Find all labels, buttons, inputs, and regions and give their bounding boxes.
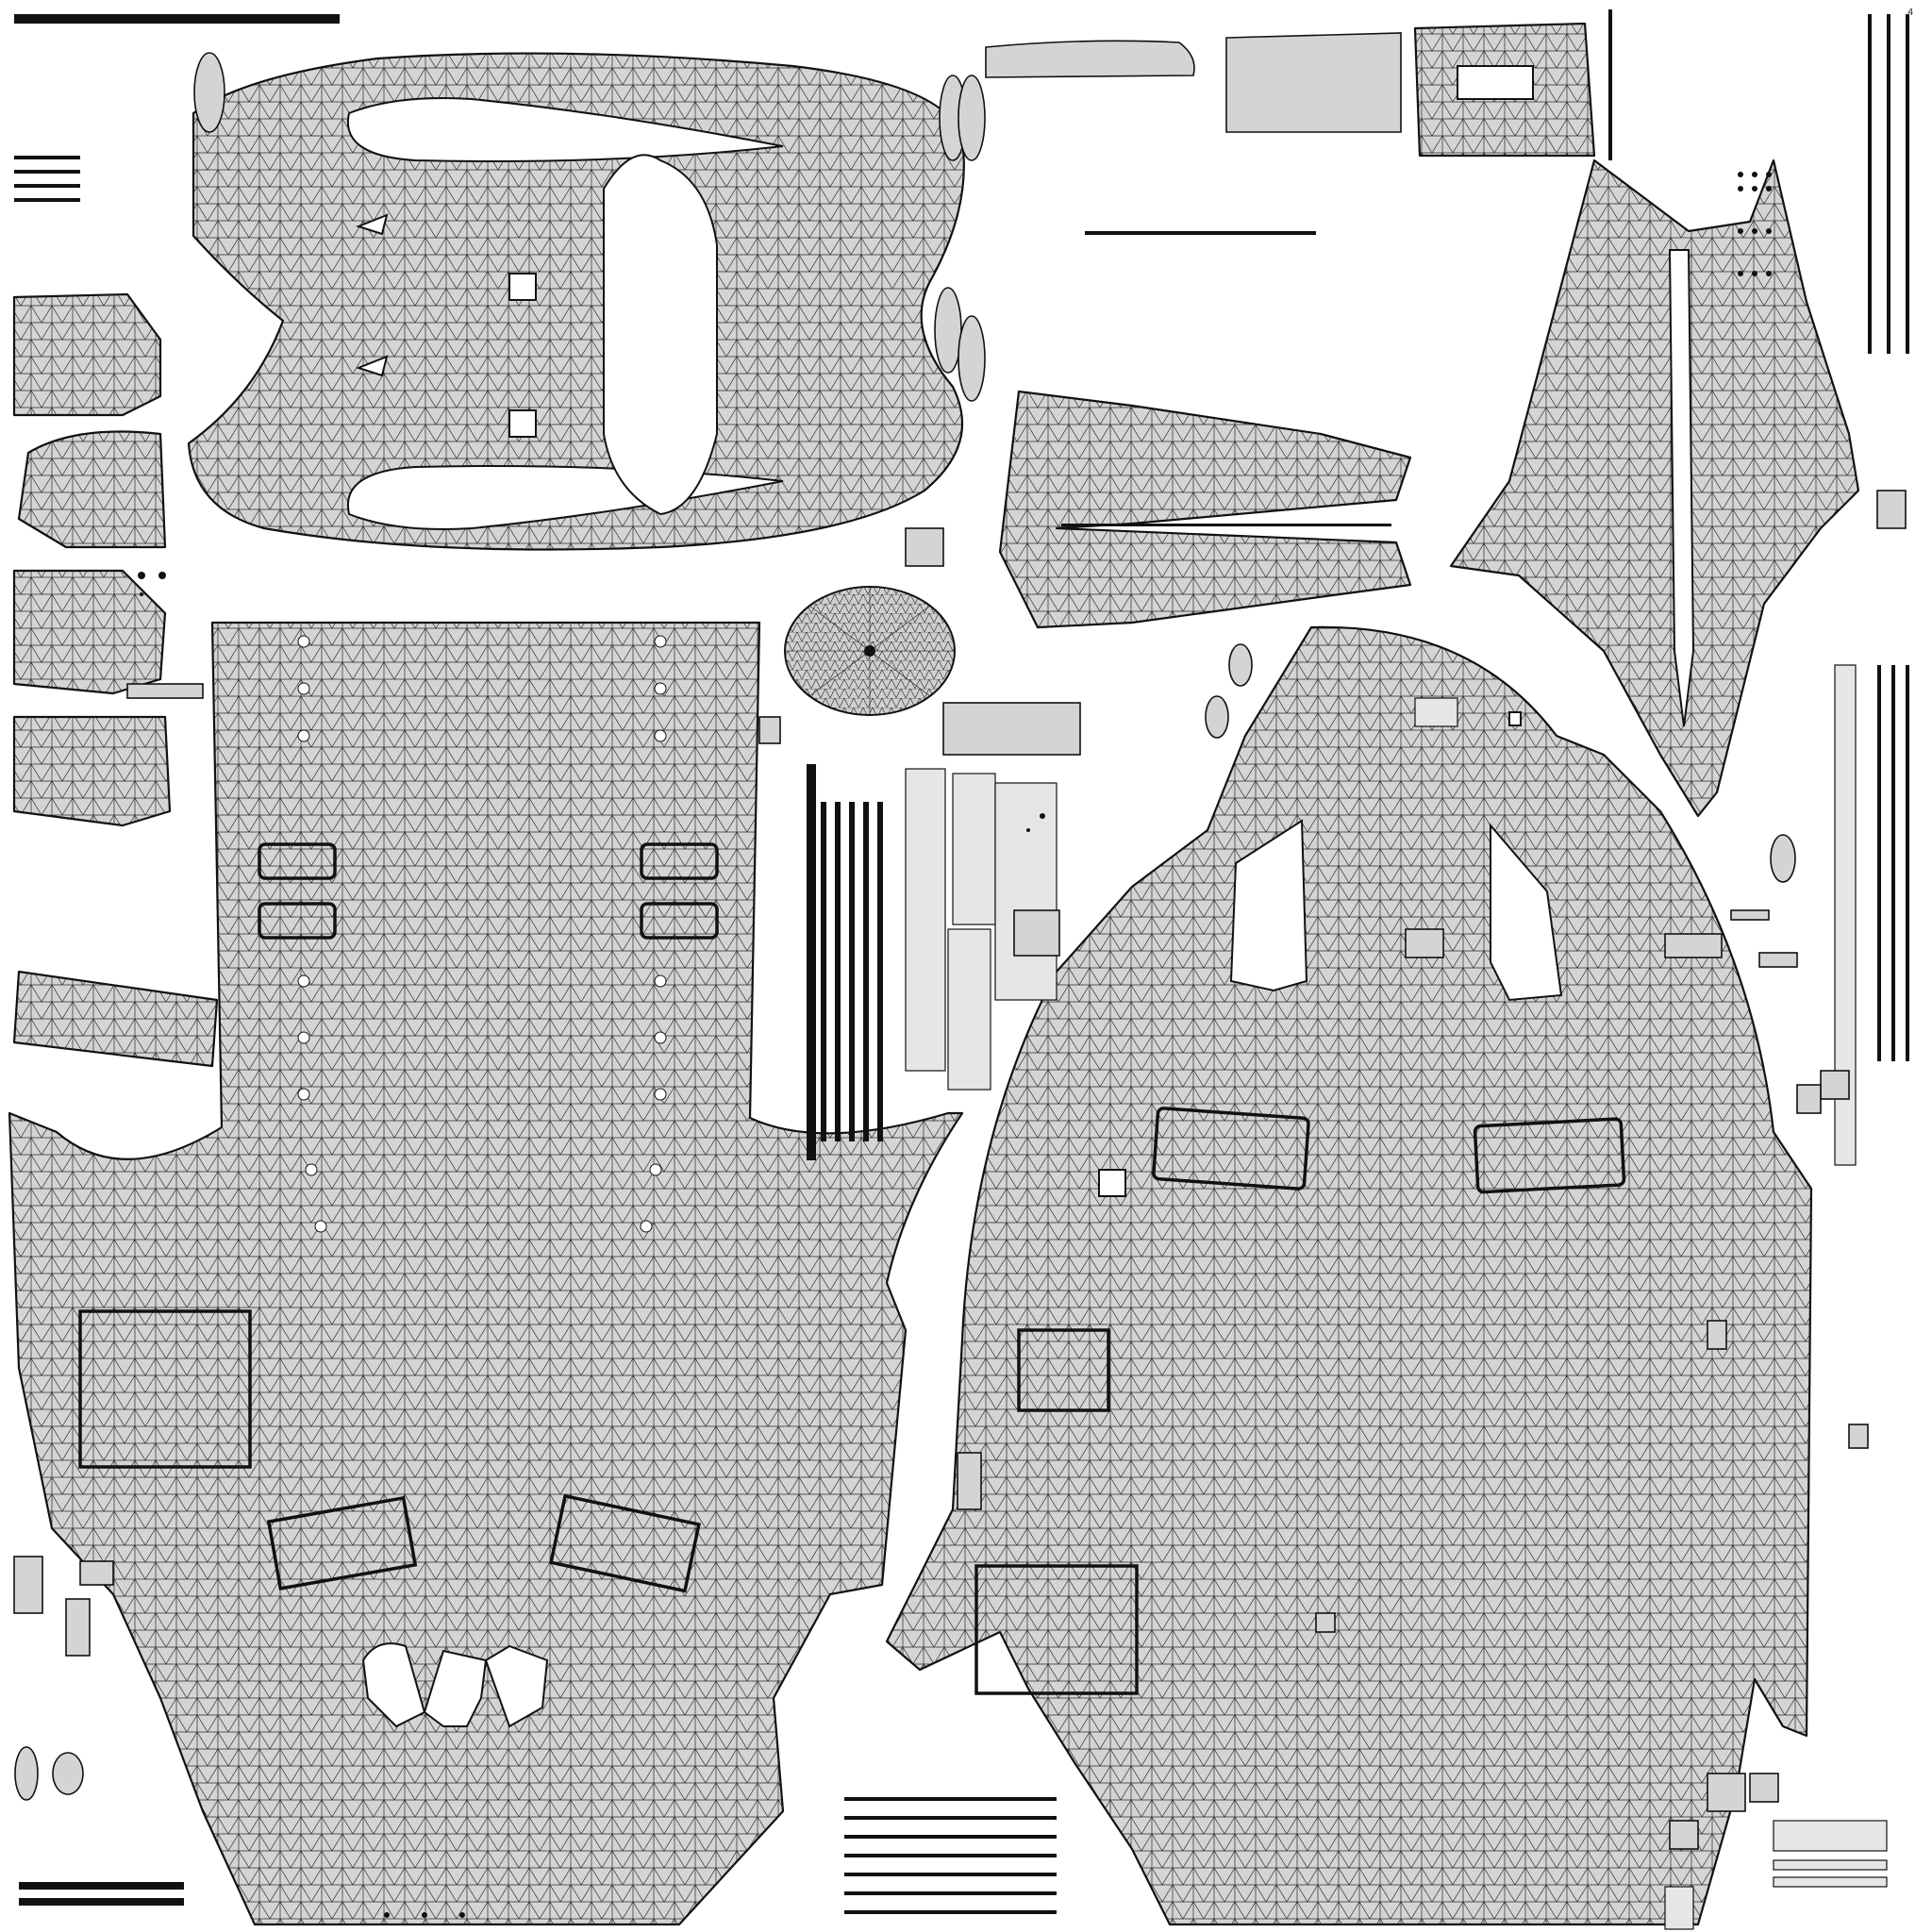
uv-thin-bars bbox=[14, 9, 1909, 1914]
uv-island-top-left-wing bbox=[187, 52, 965, 551]
uv-island-top-middle-strip bbox=[985, 22, 1596, 158]
corner-mark: 4 bbox=[1907, 8, 1913, 18]
uv-island-center-radial-disc bbox=[784, 586, 956, 716]
uv-island-middle-swept-wing bbox=[998, 390, 1412, 629]
uv-small-lens-shapes bbox=[14, 52, 1796, 1801]
uv-island-left-small-panels bbox=[12, 292, 219, 1068]
uv-bolt-dots bbox=[138, 172, 1772, 1918]
uv-scattered-small-pieces bbox=[13, 490, 1907, 1850]
uv-island-fuselage-left bbox=[8, 621, 964, 1926]
uv-island-right-arrow-wing bbox=[1449, 158, 1860, 818]
uv-long-strips bbox=[905, 664, 1888, 1930]
uv-island-fuselage-right bbox=[885, 625, 1813, 1926]
